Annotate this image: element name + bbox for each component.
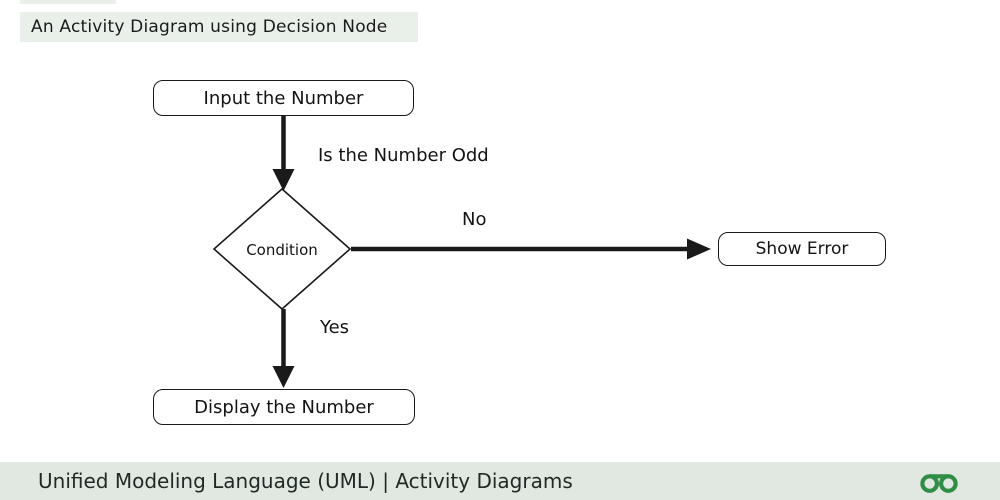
node-input-the-number: Input the Number <box>153 80 414 116</box>
edge-label-question: Is the Number Odd <box>318 145 489 166</box>
top-highlight-strip <box>20 0 116 4</box>
node-label: Display the Number <box>194 396 374 418</box>
footer-caption: Unified Modeling Language (UML) | Activi… <box>38 469 573 493</box>
geeksforgeeks-logo-icon <box>920 474 958 493</box>
node-show-error: Show Error <box>718 232 886 266</box>
arrowhead-right-icon <box>687 238 711 260</box>
edge-label-no: No <box>462 209 487 230</box>
node-display-the-number: Display the Number <box>153 389 415 425</box>
arrowhead-down-icon <box>272 169 295 191</box>
arrowhead-down-icon <box>272 366 295 388</box>
node-label: Show Error <box>755 239 849 259</box>
node-label: Condition <box>246 241 318 259</box>
page-title: An Activity Diagram using Decision Node <box>31 17 388 37</box>
node-label: Input the Number <box>203 87 364 109</box>
edge-label-yes: Yes <box>320 317 350 338</box>
title-highlight: An Activity Diagram using Decision Node <box>20 12 418 42</box>
node-condition-label: Condition <box>214 241 350 259</box>
footer-bar: Unified Modeling Language (UML) | Activi… <box>0 462 1000 500</box>
